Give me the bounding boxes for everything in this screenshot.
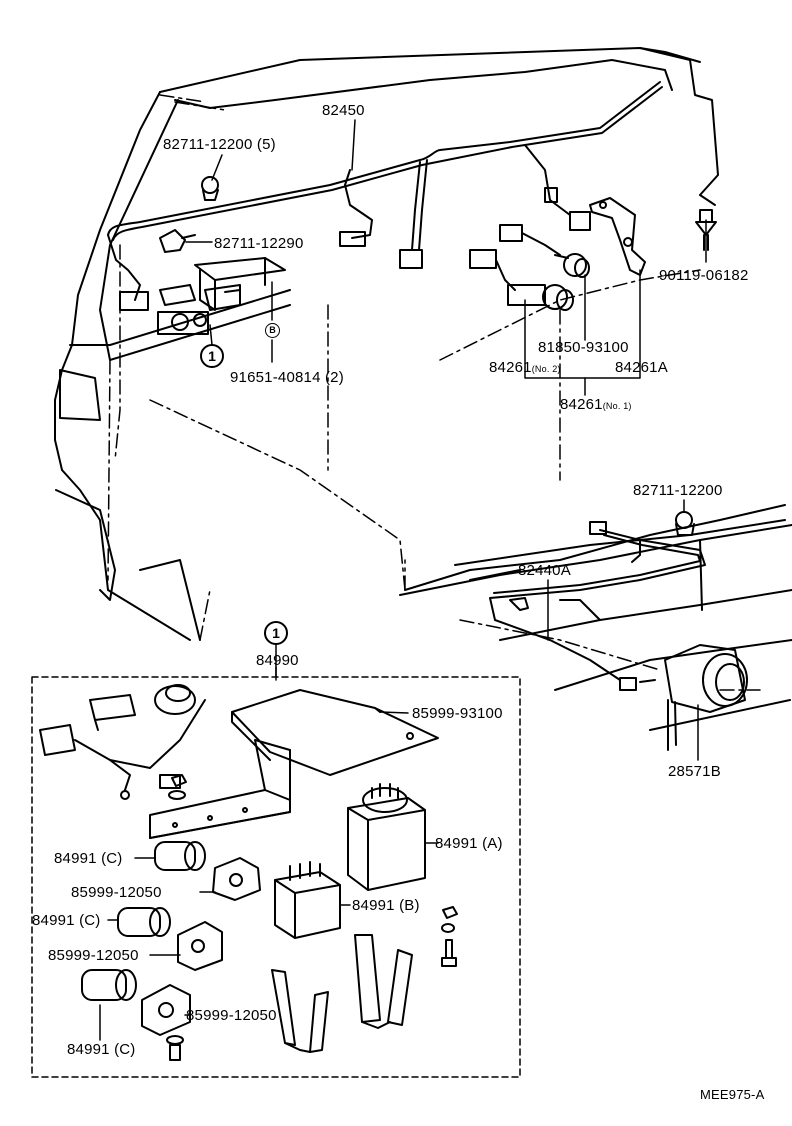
label-84991-B: 84991 (B): [352, 897, 420, 914]
label-84990: 84990: [256, 652, 299, 669]
label-84991-C-2: 84991 (C): [32, 912, 101, 929]
label-84261A: 84261A: [615, 359, 668, 376]
harness-clamps: [159, 176, 219, 253]
label-84261-no2: 84261(No. 2): [489, 360, 561, 375]
relay-84991-A: [347, 783, 426, 891]
label-85999-12050-3: 85999-12050: [186, 1007, 277, 1024]
label-81850-93100: 81850-93100: [538, 339, 629, 356]
cab-body-outline: [54, 47, 786, 641]
label-85999-93100: 85999-93100: [412, 705, 503, 722]
callout-B: B: [265, 323, 280, 338]
chassis-phantom: [459, 619, 761, 691]
lamp-bracket-84261A: [589, 197, 646, 276]
relay-harness-detail: [39, 684, 206, 800]
lamp-socket-no2: [499, 224, 590, 278]
relay-84991-C-3: [81, 969, 137, 1001]
cover-85999-93100: [231, 689, 439, 776]
label-84261-no1-suffix: (No. 1): [602, 401, 632, 411]
holder-85999-12050-2: [177, 921, 223, 971]
label-85999-12050-1: 85999-12050: [71, 884, 162, 901]
label-85999-12050-2: 85999-12050: [48, 947, 139, 964]
lamp-socket-no1: [469, 249, 574, 311]
label-84991-A: 84991 (A): [435, 835, 503, 852]
label-84261-no2-suffix: (No. 2): [531, 364, 561, 374]
label-84261-no1: 84261(No. 1): [560, 397, 632, 412]
label-84261-no2-number: 84261: [489, 359, 532, 376]
mounting-strap-1: [271, 969, 329, 1053]
holder-85999-12050-1: [212, 857, 261, 901]
holder-85999-12050-3: [141, 984, 191, 1061]
label-82711-12200: 82711-12200: [633, 482, 723, 499]
relay-bracket: [149, 739, 291, 839]
nuts-and-bolts: [168, 774, 458, 967]
bolt-90119-06182: [695, 209, 717, 251]
leader-lines-upper: [185, 119, 707, 396]
chassis-frame: [399, 524, 792, 731]
label-82711-12200-5: 82711-12200 (5): [163, 136, 276, 153]
mounting-strap-2: [354, 934, 413, 1029]
relay-84991-C-2: [117, 907, 171, 937]
relay-84991-C-1: [154, 841, 206, 871]
label-84991-C-1: 84991 (C): [54, 850, 123, 867]
leader-lines-lower: [547, 499, 699, 761]
label-82450: 82450: [322, 102, 365, 119]
label-84991-C-3: 84991 (C): [67, 1041, 136, 1058]
label-82711-12290: 82711-12290: [214, 235, 304, 252]
leader-lines-detail: [99, 666, 439, 1041]
cab-relay-assembly: [119, 257, 286, 335]
wire-harness-82450: [107, 81, 663, 301]
label-90119-06182: 90119-06182: [659, 267, 749, 284]
buzzer-28571B: [664, 644, 748, 751]
callout-1-cab: 1: [200, 344, 224, 368]
label-84261-no1-number: 84261: [560, 396, 603, 413]
wire-harness-82440A: [489, 521, 706, 691]
label-91651-40814-2: 91651-40814 (2): [230, 369, 344, 386]
callout-1-detail: 1: [264, 621, 288, 645]
relay-84991-B: [274, 861, 341, 939]
label-82440A: 82440A: [518, 562, 571, 579]
label-28571B: 28571B: [668, 763, 721, 780]
clamp-82711-12200: [675, 511, 695, 536]
diagram-code: MEE975-A: [700, 1087, 765, 1102]
